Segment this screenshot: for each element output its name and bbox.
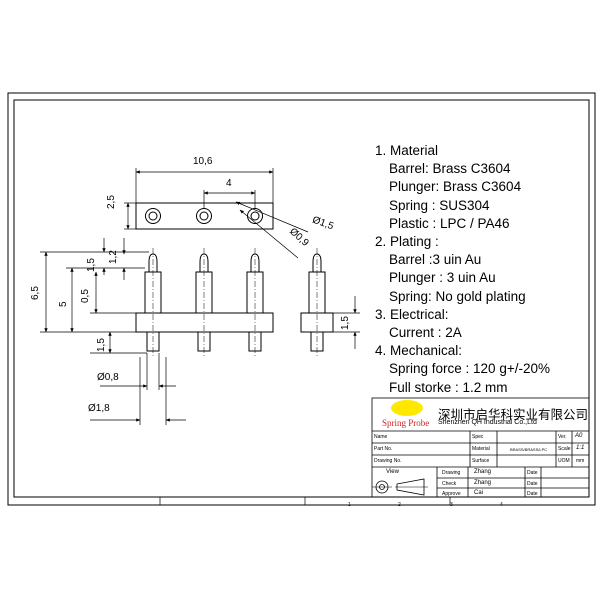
date-label-3: Date: [527, 491, 538, 497]
name-label: Name: [374, 434, 388, 440]
left-dimensions: [40, 238, 186, 425]
drawing-by: Zhang: [474, 469, 492, 475]
uom-value: mm: [576, 458, 585, 464]
spec-item: Plunger : 3 uin Au: [389, 270, 496, 286]
material-value: BRASS/BRASS/LPC: [510, 447, 548, 452]
spec-item: Plastic : LPC / PA46: [389, 215, 510, 231]
drawing-label: Drawing: [442, 470, 461, 476]
dim-1-5-top: 1,5: [86, 258, 97, 272]
approve-label: Approve: [442, 491, 461, 497]
ver-label: Ver.: [558, 434, 567, 440]
ver-value: A0: [575, 433, 583, 439]
check-by: Zhang: [474, 480, 492, 486]
outer-border: [7, 92, 596, 506]
dim-1-5-right: 1,5: [340, 316, 351, 330]
dim-overall-length: 10,6: [193, 156, 213, 167]
border-mark: 2: [398, 502, 401, 508]
company-name-cn: 深圳市启华科实业有限公司: [438, 408, 589, 422]
dim-dia-1-8: Ø1,8: [88, 403, 110, 414]
spec-item: Current : 2A: [389, 325, 462, 341]
top-view: [124, 168, 309, 259]
logo-text: Spring Probe: [382, 418, 430, 428]
dim-1-5-low: 1,5: [96, 338, 107, 352]
front-view: [135, 248, 274, 357]
scale-value: 1:1: [576, 445, 585, 451]
approve-by: Cai: [474, 490, 484, 496]
spec-heading: 1. Material: [375, 143, 439, 158]
spec-item: Spring force : 120 g+/-20%: [389, 361, 550, 377]
check-label: Check: [442, 481, 457, 487]
uom-label: UOM: [558, 458, 570, 464]
dim-6-5: 6,5: [30, 286, 41, 300]
title-block-grid: [371, 397, 590, 498]
scale-label: Scale: [558, 446, 571, 452]
spec-item: Barrel: Brass C3604: [389, 161, 511, 177]
dim-pitch: 4: [226, 178, 232, 189]
inner-border: [13, 99, 590, 498]
dim-0-5: 0,5: [80, 289, 91, 303]
border-mark: 1: [348, 502, 351, 508]
view-label: View: [386, 469, 399, 475]
spec-heading: 4. Mechanical:: [375, 343, 463, 359]
date-label-2: Date: [527, 481, 538, 487]
dim-1-2: 1,2: [108, 250, 119, 264]
dim-5: 5: [58, 301, 69, 307]
logo-mark: [391, 400, 423, 416]
surface-label: Surface: [472, 458, 490, 464]
spec-item: Barrel :3 uin Au: [389, 252, 482, 268]
spec-item: Spring: No gold plating: [389, 288, 526, 304]
border-ticks: [159, 497, 451, 505]
drawing-no-label: Drawing No.: [374, 458, 402, 464]
side-view: [300, 248, 360, 357]
spec-heading: 3. Electrical:: [375, 306, 449, 322]
spec-item: Plunger: Brass C3604: [389, 179, 522, 195]
dim-dia-0-8: Ø0,8: [97, 372, 119, 383]
date-label-1: Date: [527, 470, 538, 476]
spec-label: Spec: [472, 434, 484, 440]
border-mark: 3: [450, 502, 453, 508]
company-name-en: Shenzhen QH Industrial Co.,Ltd: [438, 419, 537, 426]
spec-item: Full storke : 1.2 mm: [389, 379, 508, 395]
material-label: Material: [472, 446, 490, 452]
part-no-label: Part No.: [374, 446, 393, 452]
dim-height-2-5: 2,5: [106, 195, 117, 209]
spec-item: Spring : SUS304: [389, 197, 490, 213]
spec-heading: 2. Plating :: [375, 234, 439, 250]
border-mark: 4: [500, 502, 503, 508]
